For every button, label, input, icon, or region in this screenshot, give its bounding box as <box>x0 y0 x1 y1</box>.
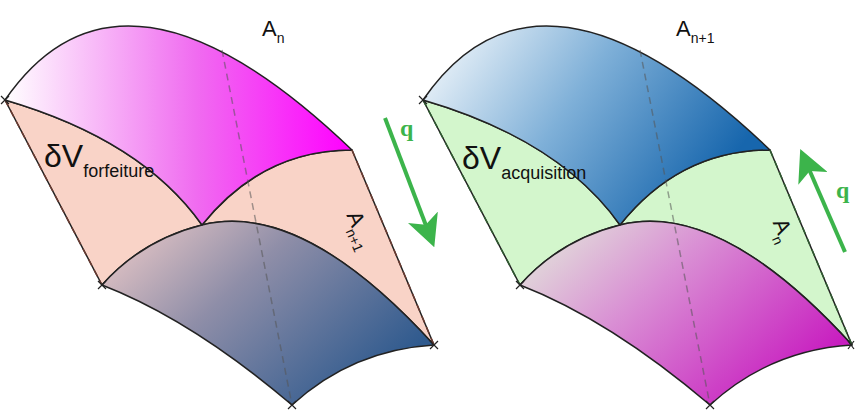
label-group: q <box>400 116 413 140</box>
label-group: An <box>262 18 284 40</box>
subscript: acquisition <box>501 163 586 183</box>
flux-label: q <box>836 177 849 203</box>
volume-label: δV <box>44 138 83 174</box>
subscript: n+1 <box>691 30 715 46</box>
subscript: n <box>277 30 285 46</box>
subscript: forfeiture <box>83 161 154 181</box>
surface-label: A <box>676 16 691 41</box>
label-group: δVforfeiture <box>44 140 154 172</box>
label-group: An+1 <box>676 18 714 40</box>
volume-label: δV <box>462 140 501 176</box>
surface-label: A <box>262 16 277 41</box>
label-group: q <box>836 178 849 202</box>
label-group: δVacquisition <box>462 142 586 174</box>
flux-label: q <box>400 115 413 141</box>
